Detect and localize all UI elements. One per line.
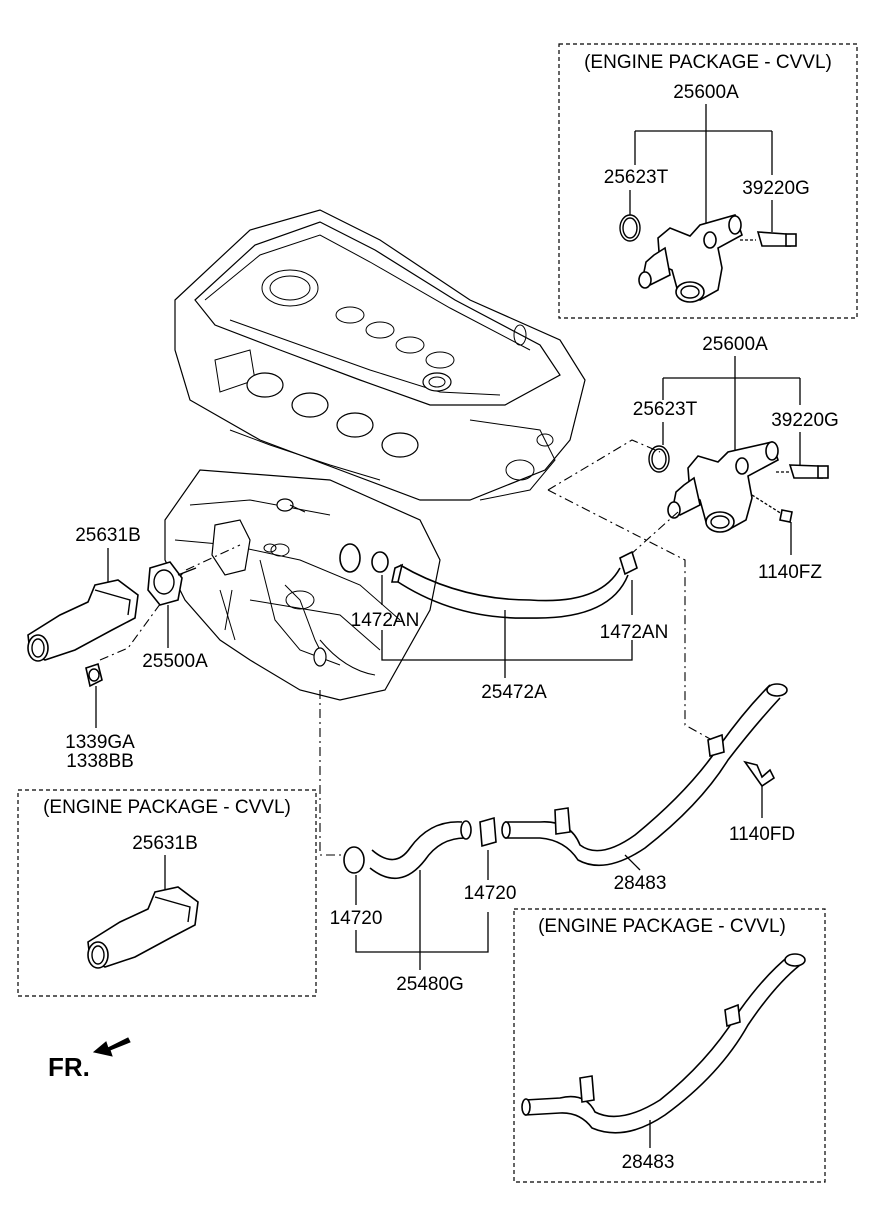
connection-lines: [99, 439, 713, 856]
thermostat-cover-package: [87, 886, 199, 969]
hose-clamp: [343, 846, 365, 874]
label-1472AN-right: 1472AN: [600, 622, 669, 643]
hose-clamp: [339, 543, 361, 573]
package-title-left: (ENGINE PACKAGE - CVVL): [43, 797, 291, 818]
hose-clamp: [619, 550, 638, 576]
label-1338BB: 1338BB: [66, 751, 134, 772]
gasket-o-ring: [648, 445, 670, 473]
front-label: FR.: [48, 1052, 90, 1082]
thermostat-cover: [27, 579, 139, 662]
water-pipe-28483-package: [521, 953, 806, 1134]
label-25623T: 25623T: [633, 399, 698, 420]
gasket-o-ring: [619, 214, 641, 242]
label-28483-package: 28483: [622, 1152, 675, 1173]
label-25631B-package: 25631B: [132, 833, 198, 854]
hose-clamp: [479, 816, 497, 848]
package-box-bottom-right: (ENGINE PACKAGE - CVVL) 28483: [513, 908, 826, 1183]
label-28483: 28483: [614, 873, 667, 894]
coolant-temp-sensor: [740, 231, 797, 247]
label-39220G: 39220G: [771, 410, 839, 431]
front-indicator: FR.: [48, 1037, 131, 1082]
upper-hose-25472a: 1472AN 1472AN 25472A: [339, 543, 669, 703]
label-1339GA: 1339GA: [65, 732, 135, 753]
label-25500A: 25500A: [142, 651, 208, 672]
label-39220G-package: 39220G: [742, 178, 810, 199]
package-box-top-right: (ENGINE PACKAGE - CVVL) 25600A 25623T 39…: [558, 43, 858, 319]
package-title-top-right: (ENGINE PACKAGE - CVVL): [584, 52, 832, 73]
thermostat-assembly: 25631B 25500A 1339GA 1338BB: [27, 525, 208, 772]
label-1472AN-left: 1472AN: [351, 610, 420, 631]
hose-clamp: [371, 551, 389, 573]
label-25600A: 25600A: [702, 334, 768, 355]
water-outlet-assembly: 25600A 25623T 39220G 1140FZ: [633, 334, 839, 583]
bolt-1140fz: [779, 509, 793, 523]
drain-plug: [85, 662, 103, 688]
engine-block: [164, 209, 586, 701]
water-outlet-housing: [638, 214, 743, 303]
label-25631B: 25631B: [75, 525, 141, 546]
label-25600A-package: 25600A: [673, 82, 739, 103]
label-25472A: 25472A: [481, 682, 547, 703]
front-direction-arrow-icon: [92, 1037, 131, 1057]
label-14720-right: 14720: [464, 883, 517, 904]
label-25623T-package: 25623T: [604, 167, 669, 188]
label-1140FZ: 1140FZ: [758, 562, 822, 583]
water-pipe-28483: 1140FD 28483: [501, 683, 795, 894]
package-box-left: (ENGINE PACKAGE - CVVL) 25631B: [17, 789, 317, 997]
label-1140FD: 1140FD: [729, 824, 795, 845]
label-25480G: 25480G: [396, 974, 464, 995]
bolt-1140fd: [743, 760, 776, 788]
thermostat: [147, 561, 197, 606]
label-14720-left: 14720: [330, 908, 383, 929]
lower-hose-25480g: 14720 14720 25480G: [330, 816, 517, 995]
package-title-bottom-right: (ENGINE PACKAGE - CVVL): [538, 916, 786, 937]
